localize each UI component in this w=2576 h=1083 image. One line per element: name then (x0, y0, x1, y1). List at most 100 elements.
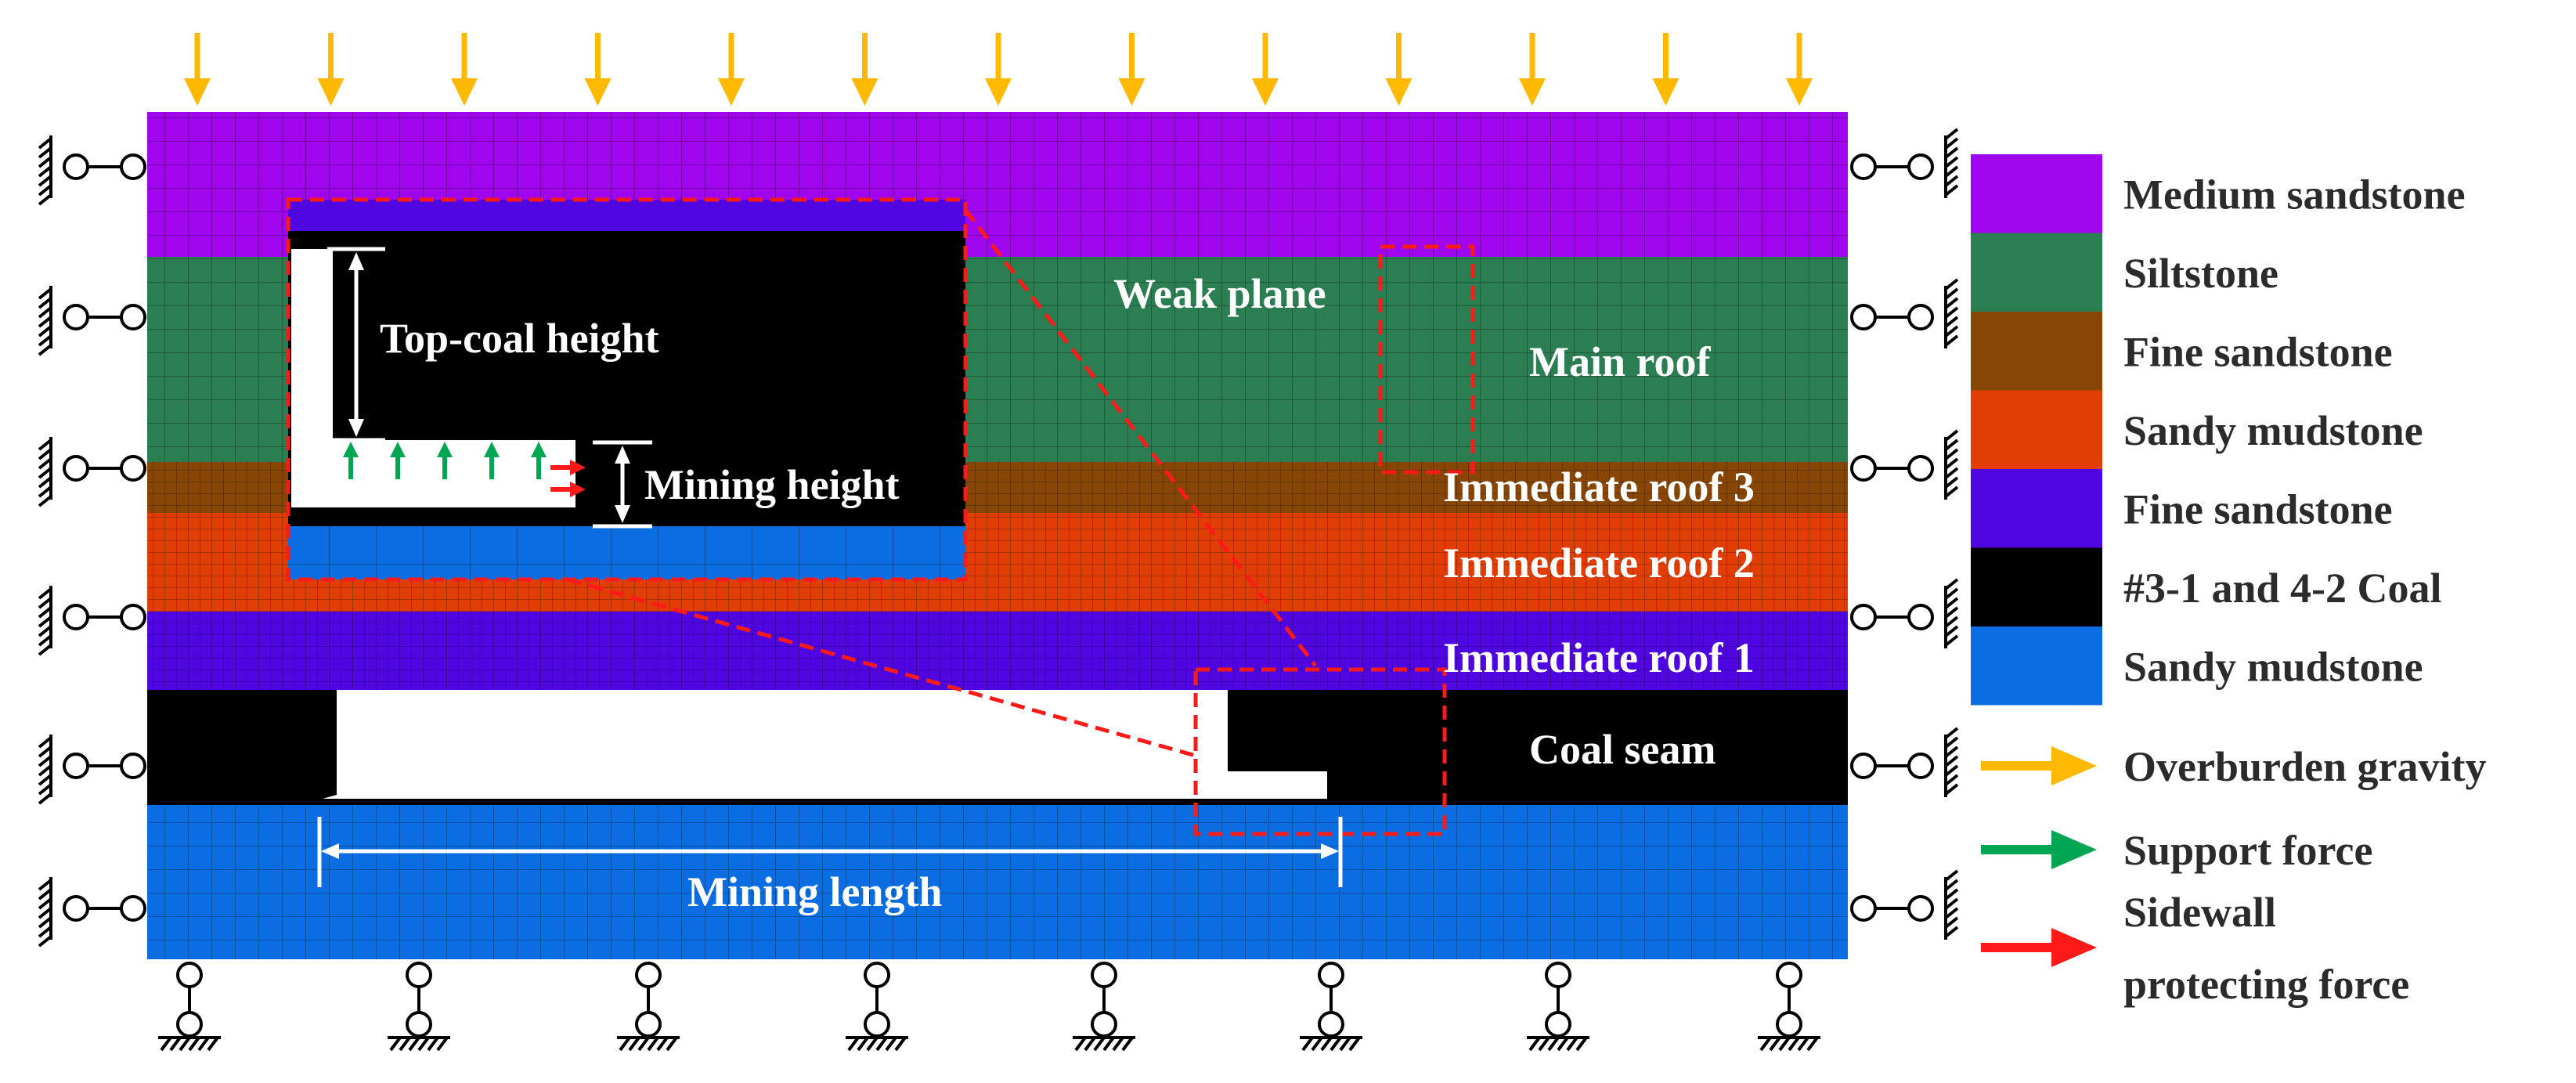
mesh-overlay-lower (147, 805, 1848, 959)
legend-swatch (1971, 154, 2102, 233)
roller-support-left (38, 877, 146, 948)
inset-floor-mesh (288, 526, 965, 579)
support-arrow (484, 442, 500, 479)
roller-supports (38, 128, 1959, 1052)
roller-support-left (38, 437, 146, 507)
legend-material-item: Fine sandstone (1971, 312, 2393, 391)
sidewall-protecting-force-arrows (550, 460, 586, 497)
callout-line-upper (964, 208, 1317, 667)
roller-support-right (1850, 727, 1959, 797)
roller-support-right (1850, 128, 1959, 198)
inset-cavity (291, 249, 575, 507)
roller-support-bottom (1073, 962, 1135, 1052)
legend-force-label: Support force (2123, 827, 2373, 874)
gravity-arrow (184, 33, 211, 106)
roller-support-right (1850, 578, 1959, 648)
gravity-arrow (1519, 33, 1546, 106)
weak-plane-outline (1378, 244, 1475, 475)
legend-force-item: Sidewall (1981, 889, 2276, 967)
mining-length-dimension (317, 817, 1343, 887)
legend-arrow-icon (1981, 830, 2097, 869)
roller-support-left (38, 586, 146, 656)
callout-lines (567, 208, 1475, 836)
legend-arrow-icon (1981, 746, 2097, 785)
legend-material-label: #3-1 and 4-2 Coal (2123, 565, 2442, 612)
label-mining-length: Mining length (687, 868, 943, 915)
legend-material-label: Fine sandstone (2123, 486, 2393, 532)
sidewall-arrow (550, 482, 586, 497)
gravity-arrow (1252, 33, 1279, 106)
mining-height-dimension (593, 440, 652, 529)
inset-fine-sandstone (288, 200, 965, 231)
legend-force-label: Overburden gravity (2123, 743, 2486, 790)
top-coal-height-dimension (327, 247, 385, 442)
label-top-coal-height: Top-coal height (380, 315, 659, 362)
legend-swatch (1971, 390, 2102, 469)
legend-force-item: Overburden gravity (1981, 743, 2486, 790)
legend-material-label: Sandy mudstone (2123, 643, 2423, 690)
label-weak-plane: Weak plane (1113, 270, 1326, 317)
support-force-arrows (343, 442, 547, 479)
gravity-arrow (851, 33, 879, 106)
legend-swatch (1971, 547, 2102, 626)
legend-material-item: Fine sandstone (1971, 469, 2393, 548)
gravity-arrow (985, 33, 1012, 106)
gravity-arrow (1385, 33, 1412, 106)
inset-outline (286, 197, 968, 582)
support-arrow (531, 442, 547, 479)
roller-support-bottom (617, 962, 680, 1052)
inset-detail (286, 197, 968, 582)
roller-support-left (38, 135, 146, 206)
label-immediate-roof-1: Immediate roof 1 (1443, 634, 1755, 681)
legend-material-item: Medium sandstone (1971, 154, 2466, 233)
roller-support-right (1850, 278, 1959, 348)
roller-support-left (38, 735, 146, 805)
gravity-arrow (1118, 33, 1145, 106)
legend-material-item: #3-1 and 4-2 Coal (1971, 547, 2442, 626)
legend-force-item: Support force (1981, 827, 2373, 874)
label-coal-seam: Coal seam (1529, 726, 1716, 773)
legend-swatch (1971, 626, 2102, 706)
gravity-arrow (451, 33, 478, 106)
roller-support-bottom (1300, 962, 1362, 1052)
roller-support-left (38, 286, 146, 356)
legend-force-label-line2: protecting force (2123, 961, 2409, 1008)
legend-swatch (1971, 233, 2102, 312)
label-main-roof: Main roof (1529, 338, 1711, 385)
legend-material-label: Siltstone (2123, 250, 2278, 297)
roller-support-bottom (1758, 962, 1820, 1052)
overburden-gravity-arrows (184, 33, 1813, 106)
support-arrow (343, 442, 359, 479)
legend-swatch (1971, 312, 2102, 391)
legend-material-item: Sandy mudstone (1971, 390, 2423, 469)
label-immediate-roof-3: Immediate roof 3 (1443, 464, 1755, 511)
sidewall-arrow (550, 460, 586, 475)
roller-support-bottom (1527, 962, 1589, 1052)
gravity-arrow (1786, 33, 1813, 106)
label-mining-height: Mining height (644, 461, 900, 508)
roller-support-right (1850, 429, 1959, 500)
gravity-arrow (317, 33, 345, 106)
legend-material-item: Sandy mudstone (1971, 626, 2423, 706)
roller-support-bottom (388, 962, 450, 1052)
corner-detail-outline (1193, 667, 1447, 836)
legend-material-label: Medium sandstone (2123, 171, 2466, 218)
legend-material-label: Sandy mudstone (2123, 407, 2423, 454)
legend-material-label: Fine sandstone (2123, 328, 2393, 375)
roller-support-right (1850, 869, 1959, 940)
legend-swatch (1971, 469, 2102, 548)
roller-support-bottom (158, 962, 221, 1052)
label-immediate-roof-2: Immediate roof 2 (1443, 540, 1755, 587)
roller-support-bottom (846, 962, 908, 1052)
legend-force-label: Sidewall (2123, 889, 2276, 936)
gravity-arrow (584, 33, 612, 106)
gravity-arrow (718, 33, 745, 106)
legend-material-item: Siltstone (1971, 233, 2278, 312)
goaf-cavity (323, 690, 1327, 799)
gravity-arrow (1652, 33, 1679, 106)
support-arrow (437, 442, 453, 479)
legend-arrow-icon (1981, 928, 2097, 967)
support-arrow (390, 442, 406, 479)
